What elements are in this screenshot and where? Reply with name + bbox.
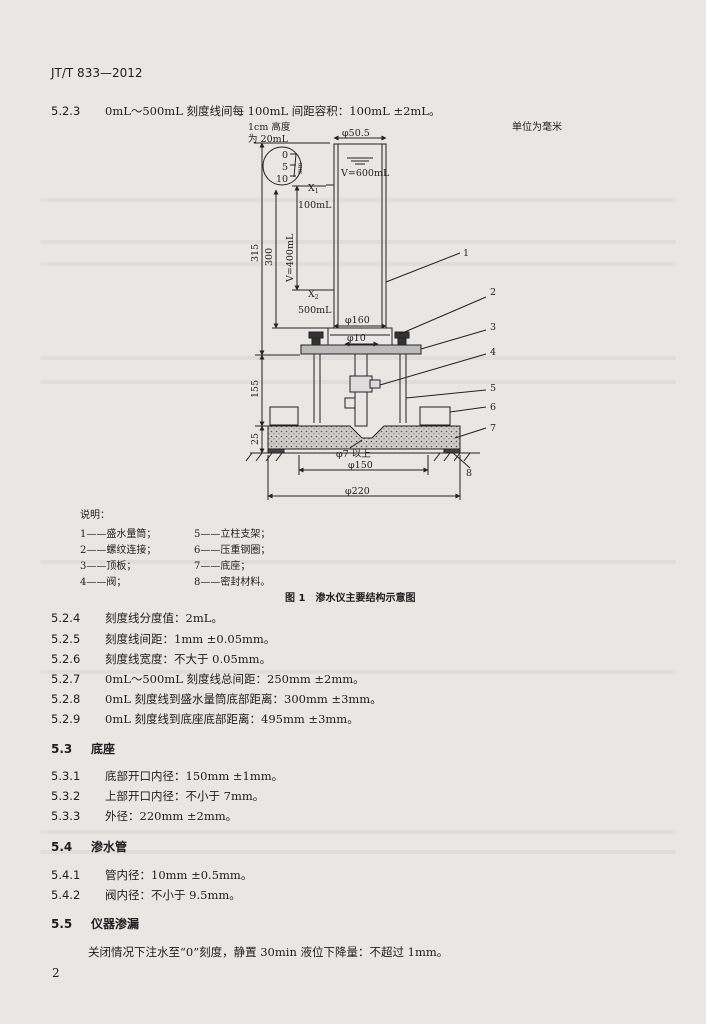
weight-ring-left: [269, 406, 299, 426]
clause-number: 5.2.9: [51, 712, 81, 726]
clause-text: 底部开口内径：150mm ±1mm。: [105, 769, 284, 783]
clause-number: 5.3.1: [51, 769, 81, 783]
section-title: 仪器渗漏: [91, 917, 140, 931]
clause-text: 上部开口内径：不小于 7mm。: [105, 789, 265, 803]
clause-number: 5.3.2: [51, 789, 81, 803]
clause-text: 刻度线分度值：2mL。: [105, 611, 223, 625]
bleed-through: [40, 850, 676, 854]
mm-label: mm: [297, 162, 304, 174]
base: [267, 425, 461, 450]
clause-text: 0mL～500mL 刻度线总间距：250mm ±2mm。: [105, 672, 365, 686]
clause-text: 0mL 刻度线到底座底部距离：495mm ±3mm。: [105, 712, 359, 726]
section-number: 5.4: [51, 840, 73, 854]
tick-10: 10: [276, 174, 288, 185]
figure-caption: 图 1 渗水仪主要结构示意图: [285, 593, 416, 604]
clause-number: 5.2.8: [51, 692, 81, 706]
section-title: 渗水管: [91, 840, 128, 854]
volume-600: V=600mL: [340, 168, 390, 179]
dim-25: 25: [250, 433, 261, 445]
section-heading-5-4: 5.4 渗水管: [51, 838, 127, 855]
clause-5-2-9: 5.2.9 0mL 刻度线到底座底部距离：495mm ±3mm。: [51, 711, 359, 727]
clause-5-3-3: 5.3.3 外径：220mm ±2mm。: [51, 808, 237, 824]
clause-number: 5.2.6: [51, 652, 81, 666]
valve: [349, 375, 373, 393]
section-number: 5.5: [51, 917, 73, 931]
callout-3: 3: [490, 322, 496, 333]
volume-400: V=400mL: [285, 233, 296, 283]
clause-text: 0mL～500mL 刻度线间每 100mL 间距容积：100mL ±2mL。: [105, 104, 441, 118]
callout-5: 5: [490, 383, 496, 394]
dim-300: 300: [264, 248, 275, 266]
clause-5-3-2: 5.3.2 上部开口内径：不小于 7mm。: [51, 788, 264, 804]
section-number: 5.3: [51, 742, 73, 756]
clause-5-2-8: 5.2.8 0mL 刻度线到盛水量筒底部距离：300mm ±3mm。: [51, 691, 382, 707]
clause-text: 刻度线间距：1mm ±0.05mm。: [105, 632, 276, 646]
tick-5: 5: [282, 162, 288, 173]
dim-phi-220: φ220: [345, 486, 370, 497]
ml-100: 100mL: [298, 200, 332, 211]
clause-5-2-3: 5.2.3 0mL～500mL 刻度线间每 100mL 间距容积：100mL ±2…: [51, 103, 440, 119]
clause-5-4-2: 5.4.2 阀内径：不小于 9.5mm。: [51, 887, 241, 903]
x2-label: X2: [308, 289, 319, 301]
top-plate: [300, 344, 422, 355]
callout-1: 1: [463, 248, 469, 259]
legend-item: 4——阀；: [80, 577, 127, 588]
clause-number: 5.3.3: [51, 809, 81, 823]
clause-5-4-1: 5.4.1 管内径：10mm ±0.5mm。: [51, 867, 252, 883]
legend-title: 说明：: [80, 510, 110, 521]
bleed-through: [40, 830, 676, 834]
tick-0: 0: [282, 150, 288, 161]
clause-text: 0mL 刻度线到盛水量筒底部距离：300mm ±3mm。: [105, 692, 382, 706]
legend-item: 6——压重钢圈；: [194, 545, 271, 556]
callout-6: 6: [490, 402, 496, 413]
leakage-paragraph: 关闭情况下注水至“0”刻度，静置 30min 液位下降量：不超过 1mm。: [88, 945, 449, 959]
legend-item: 3——顶板；: [80, 561, 137, 572]
clause-number: 5.4.1: [51, 868, 81, 882]
x1-label: X1: [308, 183, 319, 195]
clause-number: 5.2.7: [51, 672, 81, 686]
legend-item: 2——螺纹连接；: [80, 545, 157, 556]
clause-number: 5.2.3: [51, 104, 81, 118]
clause-5-3-1: 5.3.1 底部开口内径：150mm ±1mm。: [51, 768, 283, 784]
dim-phi-50-5: φ50.5: [342, 128, 370, 139]
section-heading-5-3: 5.3 底座: [51, 740, 115, 757]
clause-5-2-5: 5.2.5 刻度线间距：1mm ±0.05mm。: [51, 631, 275, 647]
section-title: 底座: [91, 742, 116, 756]
clause-text: 刻度线宽度：不大于 0.05mm。: [105, 652, 272, 666]
page-number: 2: [52, 966, 60, 980]
clause-number: 5.4.2: [51, 888, 81, 902]
callout-4: 4: [490, 347, 496, 358]
clause-5-2-6: 5.2.6 刻度线宽度：不大于 0.05mm。: [51, 651, 271, 667]
ml-500: 500mL: [298, 305, 332, 316]
clause-number: 5.2.4: [51, 611, 81, 625]
section-heading-5-5: 5.5 仪器渗漏: [51, 915, 139, 932]
callout-2: 2: [490, 287, 496, 298]
clause-text: 外径：220mm ±2mm。: [105, 809, 238, 823]
legend-item: 7——底座；: [194, 561, 251, 572]
weight-ring-right: [419, 406, 451, 426]
dim-315: 315: [250, 244, 261, 262]
clause-number: 5.2.5: [51, 632, 81, 646]
callout-8: 8: [466, 468, 472, 479]
callout-7: 7: [490, 423, 496, 434]
clause-5-2-7: 5.2.7 0mL～500mL 刻度线总间距：250mm ±2mm。: [51, 671, 365, 687]
figure-unit-note: 单位为毫米: [512, 122, 562, 133]
legend-item: 5——立柱支架；: [194, 529, 271, 540]
legend-item: 1——盛水量筒；: [80, 529, 157, 540]
clause-text: 阀内径：不小于 9.5mm。: [105, 888, 241, 902]
dim-phi-160: φ160: [345, 315, 370, 326]
clause-text: 管内径：10mm ±0.5mm。: [105, 868, 253, 882]
scale-note-2: 为 20mL: [248, 133, 289, 145]
dim-phi-7: φ7 以上: [336, 449, 371, 460]
dim-phi-150: φ150: [348, 460, 373, 471]
scale-note-1: 1cm 高度: [248, 121, 291, 133]
dim-phi-10: φ10: [347, 333, 366, 344]
infiltrometer-diagram: 1cm 高度 为 20mL 0 5 10 mm φ50.5 V=600mL X1…: [245, 121, 496, 500]
legend-item: 8——密封材料。: [194, 577, 271, 588]
standard-code: JT/T 833—2012: [51, 66, 143, 80]
clause-5-2-4: 5.2.4 刻度线分度值：2mL。: [51, 610, 223, 626]
dim-155: 155: [250, 380, 261, 398]
